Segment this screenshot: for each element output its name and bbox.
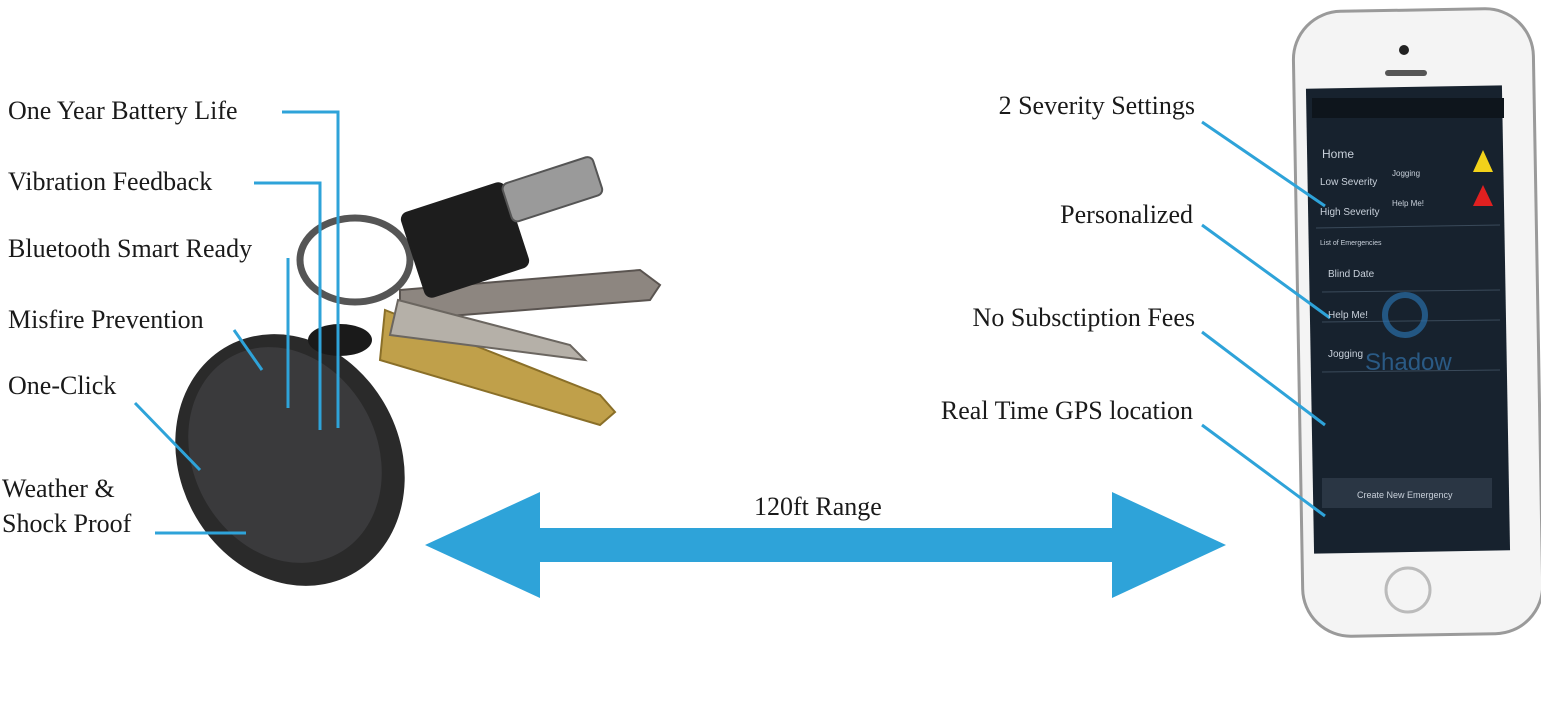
silver-key-2	[388, 298, 588, 362]
shadow-logo-icon	[1382, 292, 1428, 338]
brand-text: Shadow	[1365, 349, 1452, 376]
range-label: 120ft Range	[754, 492, 882, 521]
create-button-bg	[1322, 478, 1492, 508]
keyfob-button	[188, 347, 382, 563]
create-button-label: Create New Emergency	[1357, 490, 1453, 500]
connector-gps	[1201, 423, 1326, 518]
svg-text:List of Emergencies: List of Emergencies	[1320, 240, 1382, 247]
feature-severity: 2 Severity Settings	[998, 91, 1195, 120]
svg-text:Blind Date: Blind Date	[1328, 269, 1375, 280]
svg-text:Jogging: Jogging	[1328, 349, 1363, 360]
svg-text:Jogging: Jogging	[1392, 169, 1420, 178]
smartphone	[1291, 7, 1541, 638]
arrow-left-head	[425, 492, 540, 598]
range-arrow	[425, 492, 1226, 598]
home-button	[1384, 566, 1432, 614]
right-connectors	[1201, 120, 1331, 518]
connector-oneclick	[133, 401, 202, 472]
tube-key	[501, 156, 604, 223]
feature-vibration: Vibration Feedback	[8, 167, 213, 196]
keyfob-loop	[308, 324, 372, 356]
phone-screen-text: Home Low Severity Jogging High Severity …	[1320, 147, 1453, 500]
feature-gps: Real Time GPS location	[940, 396, 1193, 425]
feature-misfire: Misfire Prevention	[8, 305, 204, 334]
phone-speaker	[1385, 70, 1427, 76]
connector-vibration	[254, 181, 322, 430]
connector-personalized	[1201, 223, 1331, 320]
svg-text:High Severity: High Severity	[1320, 207, 1379, 218]
phone-screen	[1305, 85, 1511, 554]
connector-battery	[282, 110, 340, 428]
svg-text:Help Me!: Help Me!	[1328, 310, 1368, 321]
key-ring	[296, 214, 414, 306]
connector-fees	[1201, 330, 1326, 427]
warning-yellow-icon	[1473, 150, 1493, 172]
feature-bluetooth: Bluetooth Smart Ready	[8, 234, 253, 263]
connector-severity	[1201, 120, 1326, 208]
screen-title: Home	[1322, 147, 1354, 161]
feature-oneclick: One-Click	[8, 371, 117, 400]
feature-battery: One Year Battery Life	[8, 96, 238, 125]
feature-personalized: Personalized	[1060, 200, 1193, 229]
phone-camera	[1399, 45, 1409, 55]
arrow-right-head	[1112, 492, 1226, 598]
feature-weather: Weather &	[2, 474, 115, 503]
warning-red-icon	[1473, 185, 1493, 206]
connector-misfire	[232, 329, 264, 371]
black-key-head	[400, 182, 530, 298]
status-bar	[1312, 98, 1504, 118]
svg-text:Help Me!: Help Me!	[1392, 199, 1424, 208]
svg-text:Low Severity: Low Severity	[1320, 177, 1377, 188]
keychain-illustration	[175, 156, 662, 586]
left-connectors	[133, 110, 340, 535]
feature-shockproof: Shock Proof	[2, 509, 132, 538]
feature-no-fees: No Subsctiption Fees	[972, 303, 1195, 332]
